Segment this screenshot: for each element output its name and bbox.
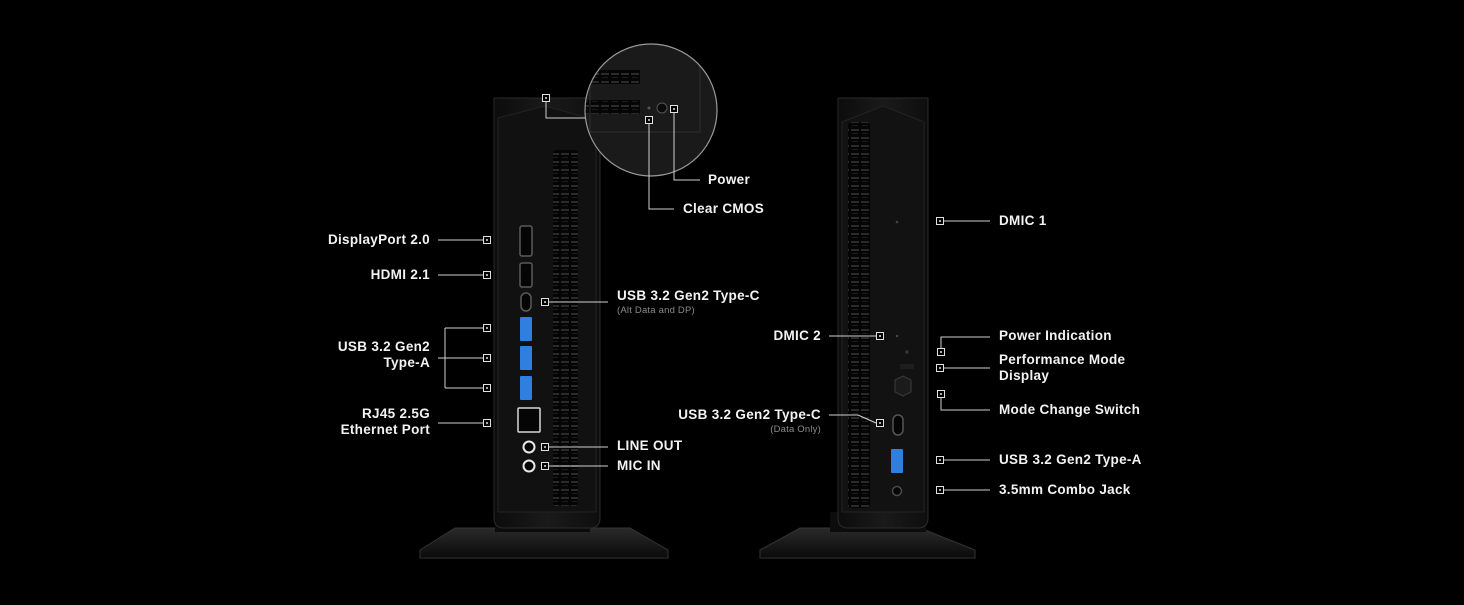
marker-combo-jack-dot bbox=[939, 489, 941, 491]
perf-mode-display bbox=[900, 364, 914, 369]
label-perf-mode-line2: Display bbox=[999, 368, 1050, 383]
front-device bbox=[759, 97, 976, 559]
power-button-zoom bbox=[656, 102, 668, 114]
hdmi-port bbox=[519, 262, 533, 288]
marker-hdmi-dot bbox=[486, 274, 488, 276]
front-stand bbox=[759, 527, 976, 559]
label-displayport: DisplayPort 2.0 bbox=[327, 232, 430, 247]
marker-power-dot bbox=[673, 108, 675, 110]
rear-vent bbox=[553, 150, 578, 506]
label-mode-switch: Mode Change Switch bbox=[999, 402, 1141, 417]
front-vent bbox=[848, 122, 870, 508]
label-front-usb-a: USB 3.2 Gen2 Type-A bbox=[999, 452, 1142, 467]
rear-stand bbox=[419, 527, 669, 559]
rear-device bbox=[419, 97, 669, 559]
marker-zoom-origin-dot bbox=[545, 97, 547, 99]
front-usb-a-port bbox=[891, 449, 903, 473]
label-dmic2: DMIC 2 bbox=[773, 328, 821, 343]
dmic1-hole bbox=[895, 220, 899, 224]
marker-power-indication-dot bbox=[940, 351, 942, 353]
label-rear-usb-c: USB 3.2 Gen2 Type-C bbox=[617, 288, 760, 303]
marker-front-usb-c-dot bbox=[879, 422, 881, 424]
marker-rj45-dot bbox=[486, 422, 488, 424]
label-rj45-line2: Ethernet Port bbox=[340, 422, 430, 437]
label-usb-a-line2: Type-A bbox=[383, 355, 430, 370]
zoom-inset bbox=[584, 43, 718, 177]
usb-a-port-1 bbox=[520, 317, 532, 341]
usb-a-port-3 bbox=[520, 376, 532, 400]
callout-markers bbox=[483, 94, 945, 494]
label-combo-jack: 3.5mm Combo Jack bbox=[999, 482, 1131, 497]
power-led bbox=[905, 350, 909, 354]
label-perf-mode-line1: Performance Mode bbox=[999, 352, 1126, 367]
rj45-port bbox=[517, 407, 541, 433]
marker-usb-a-2-dot bbox=[486, 357, 488, 359]
mode-switch-button bbox=[894, 375, 912, 397]
label-mic-in: MIC IN bbox=[617, 458, 661, 473]
dmic2-hole bbox=[895, 334, 899, 338]
label-rear-usb-c-note: (Alt Data and DP) bbox=[617, 305, 695, 316]
marker-usb-a-3-dot bbox=[486, 387, 488, 389]
marker-rear-usb-c-dot bbox=[544, 301, 546, 303]
marker-displayport-dot bbox=[486, 239, 488, 241]
marker-mode-switch-dot bbox=[940, 393, 942, 395]
label-line-out: LINE OUT bbox=[617, 438, 683, 453]
combo-jack bbox=[891, 485, 903, 497]
label-front-usb-c-note: (Data Only) bbox=[770, 424, 821, 435]
displayport-port bbox=[519, 225, 533, 257]
marker-mic-in-dot bbox=[544, 465, 546, 467]
marker-dmic2-dot bbox=[879, 335, 881, 337]
marker-front-usb-a-dot bbox=[939, 459, 941, 461]
label-hdmi: HDMI 2.1 bbox=[370, 267, 430, 282]
front-usb-c-port bbox=[892, 414, 904, 436]
line-out-jack bbox=[522, 440, 536, 454]
label-power-indication: Power Indication bbox=[999, 328, 1112, 343]
mic-in-jack bbox=[522, 459, 536, 473]
rear-panel bbox=[497, 105, 597, 513]
leader-lines bbox=[438, 102, 990, 491]
marker-perf-mode-dot bbox=[939, 367, 941, 369]
label-dmic1: DMIC 1 bbox=[999, 213, 1047, 228]
label-power: Power bbox=[708, 172, 751, 187]
label-rj45-line1: RJ45 2.5G bbox=[362, 406, 430, 421]
label-clear-cmos: Clear CMOS bbox=[683, 201, 765, 216]
marker-usb-a-1-dot bbox=[486, 327, 488, 329]
usb-a-port-2 bbox=[520, 346, 532, 370]
label-front-usb-c: USB 3.2 Gen2 Type-C bbox=[678, 407, 821, 422]
label-usb-a-line1: USB 3.2 Gen2 bbox=[337, 339, 430, 354]
marker-clear-cmos-dot bbox=[648, 119, 650, 121]
usb-c-port bbox=[520, 292, 532, 312]
marker-line-out-dot bbox=[544, 446, 546, 448]
marker-dmic1-dot bbox=[939, 220, 941, 222]
clear-cmos-pinhole bbox=[647, 106, 651, 110]
